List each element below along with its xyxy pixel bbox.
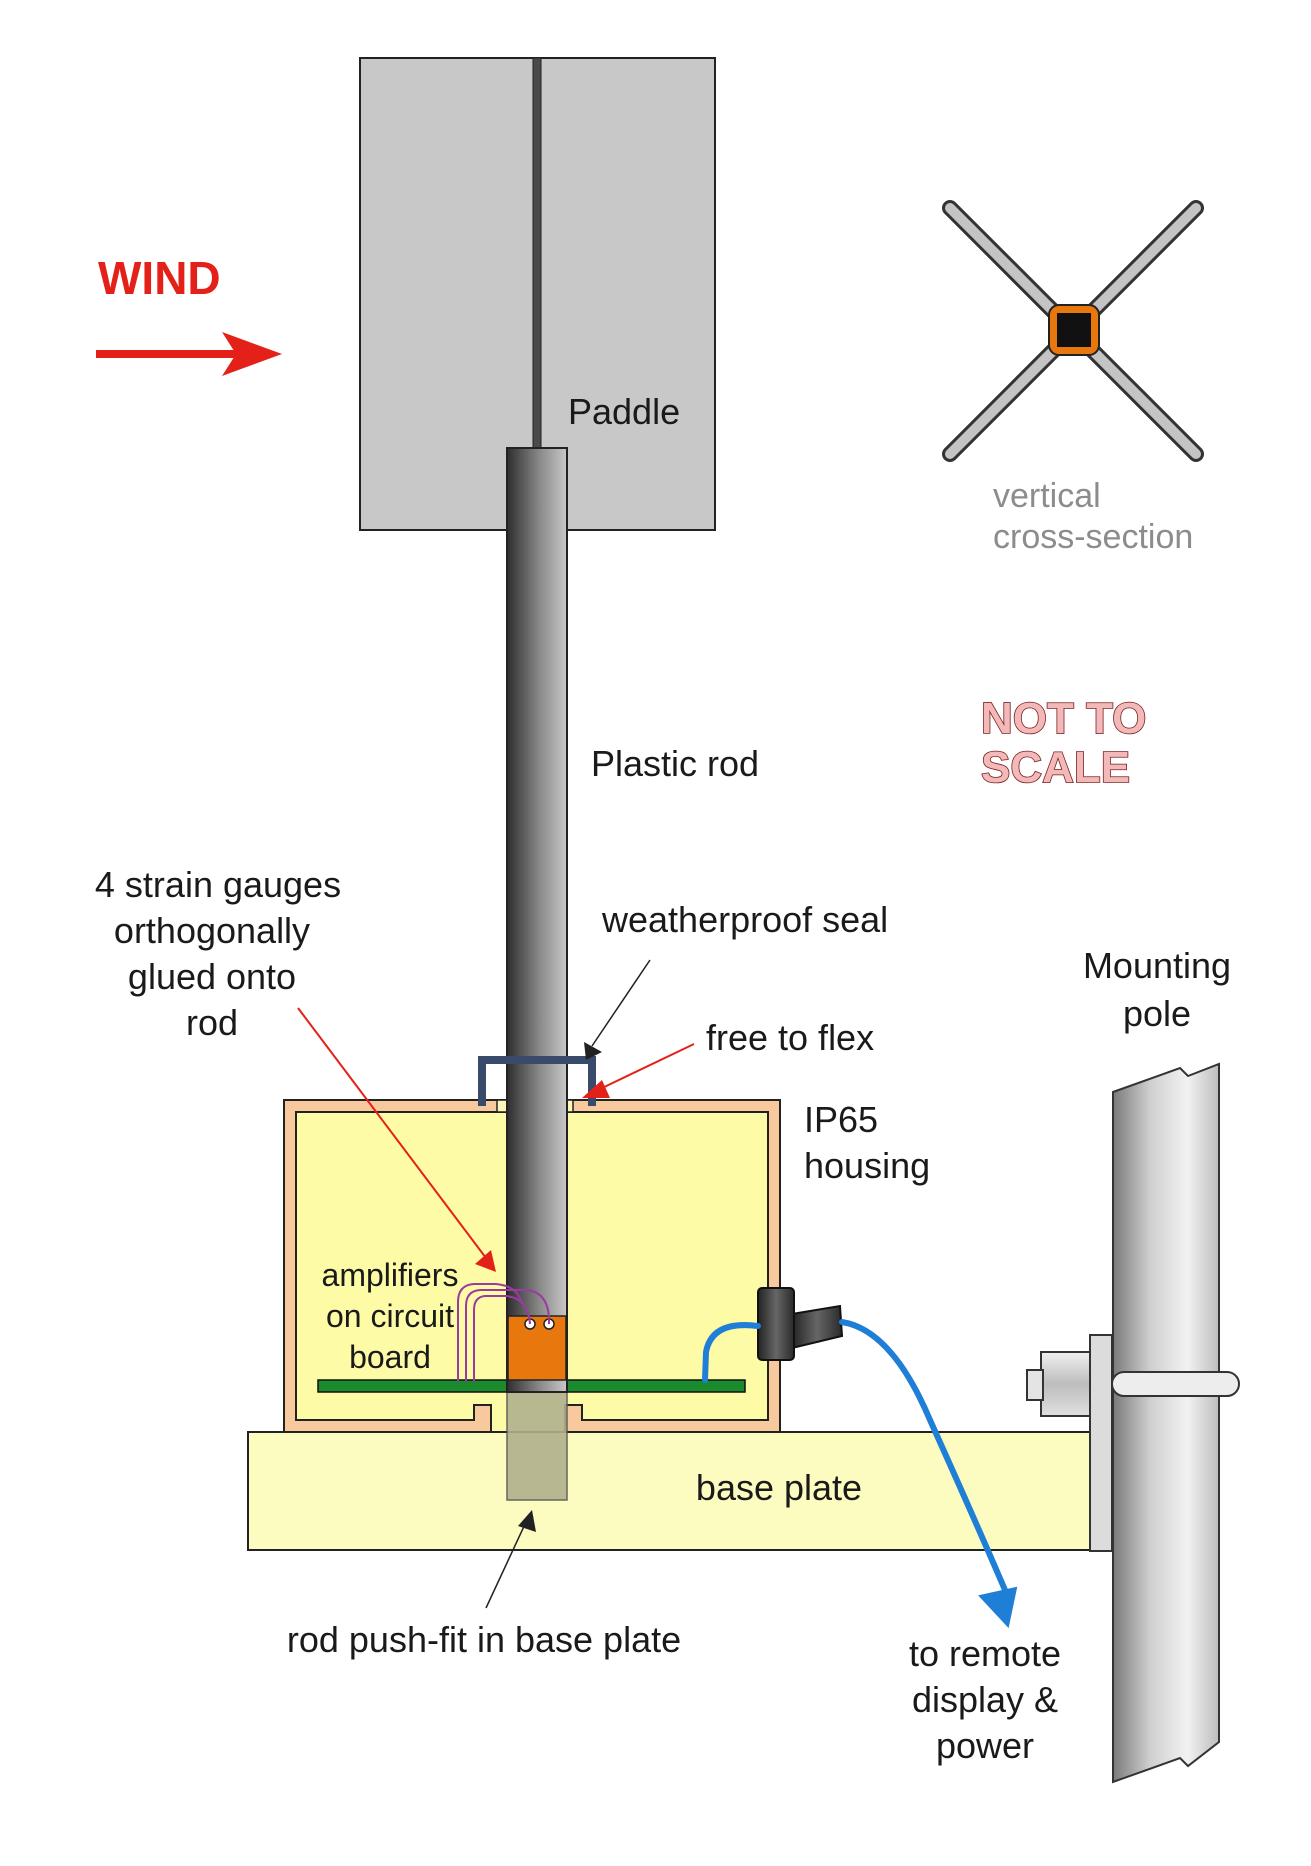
leader-weatherproof-seal — [584, 959, 651, 1060]
cross-section-label-line1: vertical — [993, 477, 1101, 515]
not-to-scale-label-line2: SCALE — [981, 743, 1130, 792]
strain-gauges-label-line2: orthogonally — [114, 910, 310, 951]
housing-label-line1: IP65 — [804, 1099, 878, 1140]
cross-section-icon — [942, 200, 1204, 462]
leader-strain-gauges — [297, 1007, 496, 1272]
strain-gauges-label-line4: rod — [186, 1002, 238, 1043]
cross-section-label-line2: cross-section — [993, 518, 1193, 556]
remote-label-line3: power — [936, 1725, 1034, 1766]
cable — [702, 1319, 1008, 1593]
weatherproof-seal — [478, 1056, 596, 1106]
paddle-label: Paddle — [568, 391, 680, 432]
base-plate — [247, 1431, 1093, 1551]
rod-push-fit-label: rod push-fit in base plate — [287, 1619, 681, 1660]
remote-label-line2: display & — [912, 1679, 1058, 1720]
leader-rod-push-fit — [485, 1510, 536, 1609]
rod-socket — [506, 1391, 568, 1501]
cable-arrow-head — [978, 1586, 1018, 1629]
gauge-wires — [457, 1283, 551, 1382]
strain-gauges-label-line1: 4 strain gauges — [95, 864, 341, 905]
wind-arrow — [96, 332, 282, 376]
amplifiers-label-line2: on circuit — [326, 1298, 454, 1334]
base-plate-label: base plate — [696, 1467, 862, 1508]
wind-label: WIND — [98, 252, 221, 304]
mounting-pole — [1112, 1062, 1220, 1784]
mounting-pole-label-line2: pole — [1123, 993, 1191, 1034]
plastic-rod-label: Plastic rod — [591, 743, 759, 784]
leader-free-to-flex — [582, 1043, 695, 1098]
plastic-rod — [506, 447, 568, 1393]
cable-gland — [757, 1287, 844, 1361]
not-to-scale-label-line1: NOT TO — [981, 694, 1146, 743]
amplifiers-label-line3: board — [349, 1339, 431, 1375]
mounting-bracket — [1026, 1334, 1240, 1552]
housing-label-line2: housing — [804, 1145, 930, 1186]
strain-gauges — [507, 1315, 567, 1381]
strain-gauges-label-line3: glued onto — [128, 956, 296, 997]
free-to-flex-label: free to flex — [706, 1017, 874, 1058]
circuit-board — [317, 1379, 746, 1393]
remote-label-line1: to remote — [909, 1633, 1061, 1674]
weatherproof-seal-label: weatherproof seal — [601, 899, 888, 940]
mounting-pole-label-line1: Mounting — [1083, 945, 1231, 986]
amplifiers-label-line1: amplifiers — [322, 1257, 459, 1293]
